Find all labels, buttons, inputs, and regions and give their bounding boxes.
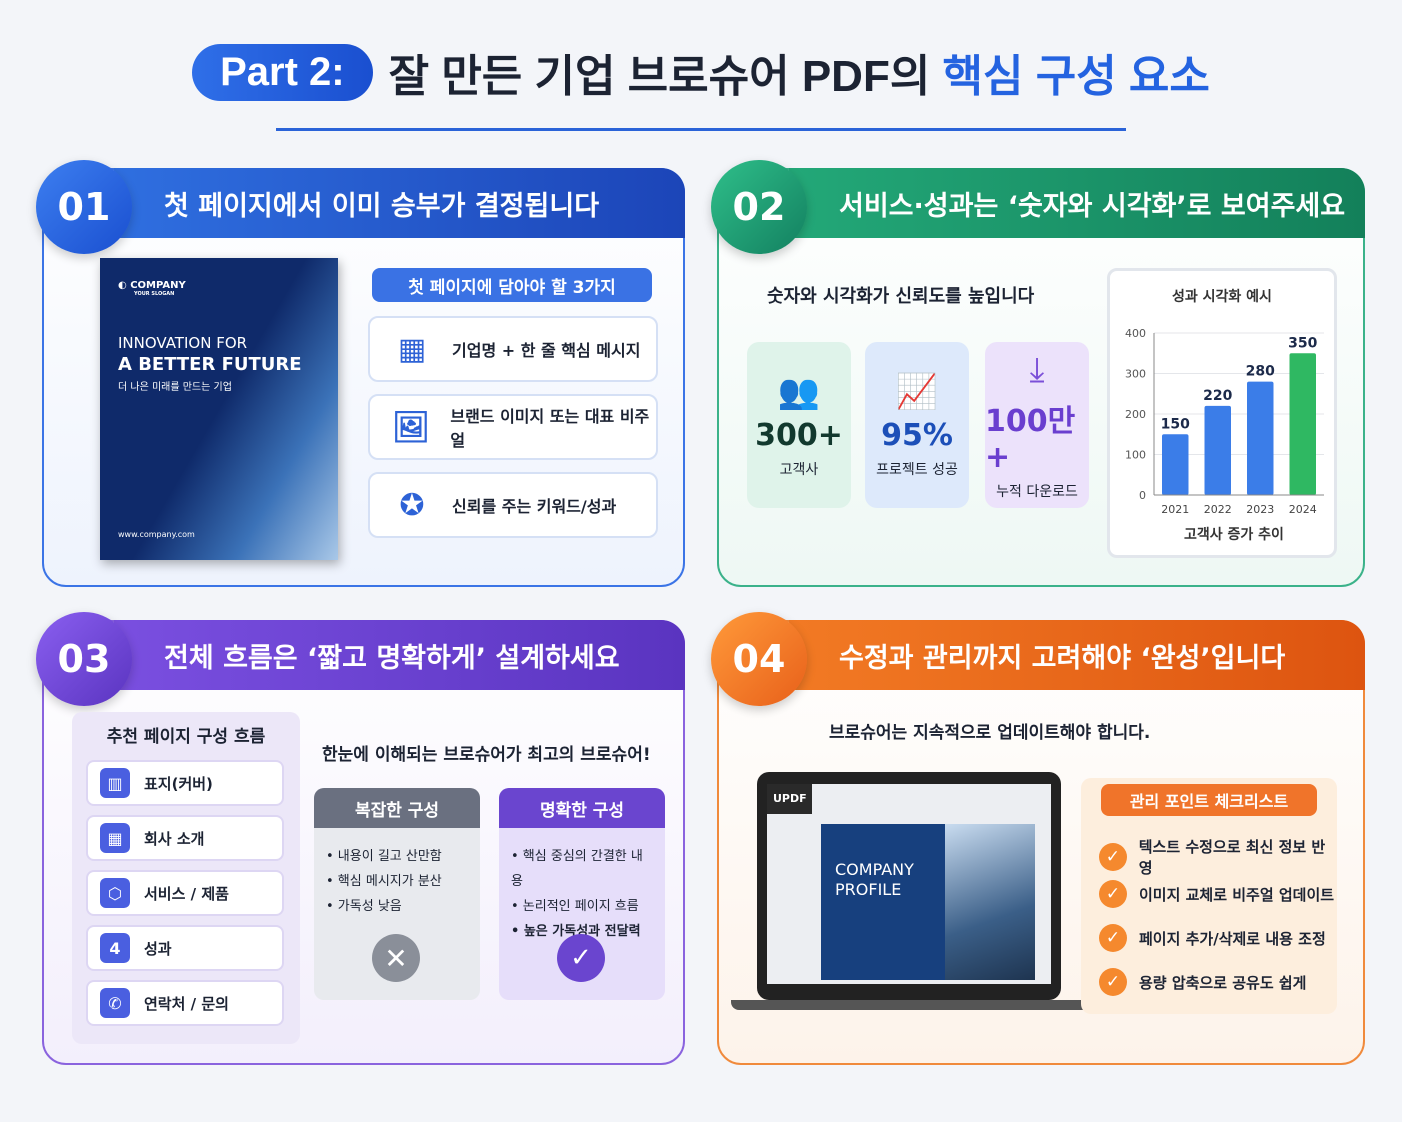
section-2-subtitle: 숫자와 시각화가 신뢰도를 높입니다	[767, 286, 1035, 307]
app-logo: UPDF	[767, 784, 812, 814]
section-3-headline: 한눈에 이해되는 브로슈어가 최고의 브로슈어!	[322, 745, 651, 765]
section-4-card: 수정과 관리까지 고려해야 ‘완성’입니다 04 브로슈어는 지속적으로 업데이…	[711, 612, 1365, 1065]
section-2-card: 서비스·성과는 ‘숫자와 시각화’로 보여주세요 02 숫자와 시각화가 신뢰도…	[711, 160, 1365, 587]
bar-2021	[1162, 434, 1189, 495]
bar-2024	[1289, 353, 1316, 495]
image-icon: 🖼	[392, 409, 431, 445]
good-structure-card: 명확한 구성 • 핵심 중심의 간결한 내용• 논리적인 페이지 흐름• 높은 …	[499, 788, 665, 1000]
building-image	[945, 824, 1035, 980]
check-icon: ✓	[1099, 968, 1127, 996]
flow-item: ▦회사 소개	[86, 815, 284, 861]
book-icon: ▥	[100, 768, 130, 798]
y-tick-label: 400	[1125, 327, 1146, 340]
x-tick-label: 2022	[1204, 503, 1232, 516]
chart-title: 성과 시각화 예시	[1172, 288, 1272, 305]
x-tick-label: 2024	[1289, 503, 1317, 516]
stat-card: 👥300+고객사	[747, 342, 851, 508]
x-tick-label: 2021	[1161, 503, 1189, 516]
list-item: ✪신뢰를 주는 키워드/성과	[368, 472, 658, 538]
y-tick-label: 200	[1125, 408, 1146, 421]
check-icon: ✓	[1099, 880, 1127, 908]
cover-url: www.company.com	[118, 530, 195, 539]
section-3-number: 03	[36, 612, 132, 706]
section-3-card: 전체 흐름은 ‘짧고 명확하게’ 설계하세요 03 추천 페이지 구성 흐름 한…	[36, 612, 685, 1065]
section-2-title: 서비스·성과는 ‘숫자와 시각화’로 보여주세요	[789, 168, 1365, 238]
checklist-panel: 관리 포인트 체크리스트 ✓텍스트 수정으로 최신 정보 반영 ✓이미지 교체로…	[1081, 778, 1337, 1014]
stat-card: 📈95%프로젝트 성공	[865, 342, 969, 508]
cover-line2: A BETTER FUTURE	[118, 354, 302, 375]
check-icon: ✓	[1099, 924, 1127, 952]
title-main: 잘 만든 기업 브로슈어 PDF의	[388, 52, 943, 101]
title-highlight: 핵심 구성 요소	[942, 52, 1210, 101]
section-1-title: 첫 페이지에서 이미 승부가 결정됩니다	[114, 168, 685, 238]
flow-title: 추천 페이지 구성 흐름	[106, 727, 266, 747]
cover-line1: INNOVATION FOR	[118, 334, 248, 352]
y-tick-label: 100	[1125, 449, 1146, 462]
chart-panel: 성과 시각화 예시 0 100 200 300 400 150 2021 220 2022 280 2…	[1107, 268, 1337, 558]
section-4-subtitle: 브로슈어는 지속적으로 업데이트해야 합니다.	[829, 723, 1151, 743]
checklist-item: ✓용량 압축으로 공유도 쉽게	[1099, 968, 1306, 996]
x-icon: ✕	[372, 934, 420, 982]
data-label: 220	[1203, 388, 1232, 404]
section-1-number: 01	[36, 160, 132, 254]
checklist-item: ✓텍스트 수정으로 최신 정보 반영	[1099, 836, 1337, 878]
y-tick-label: 0	[1139, 489, 1146, 502]
check-icon: ✓	[1099, 843, 1127, 871]
building-icon: ▦	[100, 823, 130, 853]
bar-2023	[1247, 381, 1274, 495]
section-4-number: 04	[711, 612, 807, 706]
list-item: 🖼브랜드 이미지 또는 대표 비주얼	[368, 394, 658, 460]
section-4-title: 수정과 관리까지 고려해야 ‘완성’입니다	[789, 620, 1365, 690]
chart-report-icon: 📈	[895, 371, 939, 412]
stat-card: ⤓100만+누적 다운로드	[985, 342, 1089, 508]
check-icon: ✓	[557, 934, 605, 982]
phone-icon: ✆	[100, 988, 130, 1018]
data-label: 150	[1161, 416, 1190, 432]
checklist-title: 관리 포인트 체크리스트	[1101, 784, 1317, 816]
x-tick-label: 2023	[1246, 503, 1274, 516]
bar-chart: 성과 시각화 예시 0 100 200 300 400 150 2021 220 2022 280 2…	[1125, 288, 1324, 543]
bar-2022	[1204, 405, 1231, 495]
cube-icon: ⬡	[100, 878, 130, 908]
checklist-badge: 첫 페이지에 담아야 할 3가지	[372, 268, 652, 302]
title-underline	[276, 128, 1126, 131]
checklist-item: ✓이미지 교체로 비주얼 업데이트	[1099, 880, 1334, 908]
section-2-number: 02	[711, 160, 807, 254]
download-icon: ⤓	[1029, 349, 1045, 390]
flow-item: ⬡서비스 / 제품	[86, 870, 284, 916]
flow-item: ✆연락처 / 문의	[86, 980, 284, 1026]
bad-structure-card: 복잡한 구성 • 내용이 길고 산만함• 핵심 메시지가 분산• 가독성 낮음 …	[314, 788, 480, 1000]
number-4-icon: 4	[100, 933, 130, 963]
part-badge: Part 2:	[192, 43, 373, 101]
checklist-item: ✓페이지 추가/삭제로 내용 조정	[1099, 924, 1326, 952]
flow-item: ▥표지(커버)	[86, 760, 284, 806]
building-icon: ▦	[397, 331, 427, 367]
list-item: ▦기업명 + 한 줄 핵심 메시지	[368, 316, 658, 382]
data-label: 280	[1246, 364, 1275, 380]
data-label: 350	[1288, 335, 1317, 351]
award-icon: ✪	[399, 487, 425, 523]
users-icon: 👥	[777, 371, 821, 412]
y-tick-label: 300	[1125, 368, 1146, 381]
section-3-title: 전체 흐름은 ‘짧고 명확하게’ 설계하세요	[114, 620, 685, 690]
x-axis-label: 고객사 증가 추이	[1184, 526, 1284, 543]
cover-line3: 더 나은 미래를 만드는 기업	[118, 382, 232, 393]
page-title: Part 2: 잘 만든 기업 브로슈어 PDF의 핵심 구성 요소	[0, 40, 1402, 104]
